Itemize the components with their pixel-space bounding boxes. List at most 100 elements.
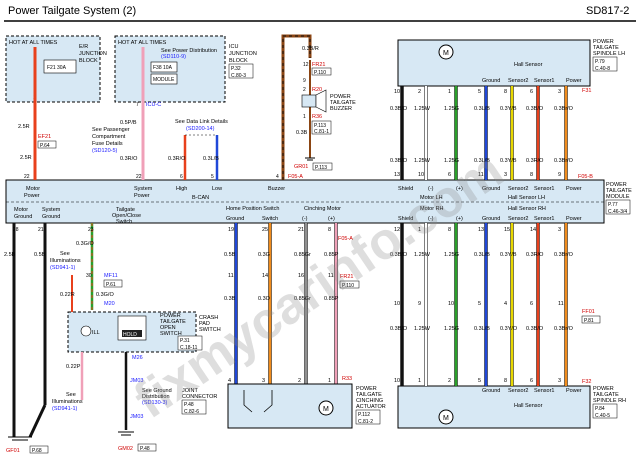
center-pin-top-3: 8 (328, 227, 331, 233)
conn-mf11-ref: P.61 (106, 282, 116, 288)
lh-wire-mid-label-6: 0.3Br/O (554, 158, 574, 164)
lh-wire-mid-label-1: 1.25W (414, 158, 431, 164)
lh-pin-mid-5: 8 (530, 172, 533, 178)
lh-pin-mid-4: 3 (504, 172, 507, 178)
rh-wire-mid-label-2: 1.25G (444, 326, 459, 332)
rh-pin-top-6: 3 (558, 227, 561, 233)
rh-wire-mid-label-0: 0.3B/O (390, 326, 408, 332)
buzzer-conn-f05a: F05-A (288, 174, 303, 180)
lh-wire-group: 100.3B/O0.3B/O1321.25W1.25W1011.25G1.25G… (390, 86, 574, 180)
left-pin-23: 23 (88, 227, 94, 233)
switch-ref2: C.18-11 (180, 345, 198, 351)
center-pin-bottom-1: 3 (262, 378, 265, 384)
lh-wire-label-2: 1.25G (444, 106, 459, 112)
datalink-ref[interactable]: (SD200-14) (186, 126, 215, 132)
buzzer-pin-4: 4 (276, 174, 279, 180)
mod-conn-f05b: F05-B (578, 174, 593, 180)
mod-label-sensor2-b: Sensor2 (508, 216, 529, 222)
fuse-f38: F38 10A (153, 65, 173, 71)
rh-lbl-sensor1: Sensor1 (534, 388, 555, 394)
mod-label-sensor1-b: Sensor1 (534, 216, 555, 222)
buzzer-label-3: BUZZER (330, 106, 352, 112)
buzzer-pin-r2: 1 (303, 114, 306, 120)
illum-b-1: See (66, 392, 76, 398)
see-ground-ref[interactable]: (SD130-3) (142, 400, 168, 406)
lh-pin-bottom-0: 10 (394, 89, 400, 95)
conn-ef21: EF21 (38, 134, 51, 140)
ground-gm02-ref: P.48 (140, 446, 150, 452)
see-ground: See Ground (142, 388, 172, 394)
lh-wire-label-6: 0.3Br/O (554, 106, 574, 112)
illum-see: See (60, 251, 70, 257)
lh-spindle-label-1: POWER (593, 39, 614, 45)
mod-label-sensor1: Sensor1 (534, 186, 555, 192)
lh-wire-mid-label-0: 0.3B/O (390, 158, 408, 164)
center-conn-fr21: FR21 (340, 274, 353, 280)
icu-pin: 7 (136, 102, 139, 108)
open-switch-3: OPEN (160, 325, 176, 331)
module-label-1: POWER (606, 182, 627, 188)
conn-m20: M20 (104, 301, 115, 307)
see-ground-2: Distribution (142, 394, 170, 400)
joint-ref: P.48 (184, 402, 194, 408)
joint-1: JOINT (182, 388, 199, 394)
center-pin-bottom-2: 2 (298, 378, 301, 384)
can-low-pin: 5 (211, 174, 214, 180)
rh-lbl-power: Power (566, 388, 582, 394)
icu-see: See Power Distribution (161, 48, 217, 54)
rh-conn-ff01: FF01 (582, 309, 595, 315)
center-wire-mid-label-2: 0.85Gr (294, 296, 311, 302)
module-ref2: C.46-3/4 (608, 209, 627, 215)
rh-wire-group: 120.3B/O100.3B/O1011.25W91.25W181.25G101… (390, 223, 574, 386)
cinch-label-3: CINCHING (356, 398, 383, 404)
mod-pin-1: 22 (24, 174, 30, 180)
joint-2: CONNECTOR (182, 394, 217, 400)
illum-b-ref[interactable]: (SD941-1) (52, 406, 78, 412)
illum-see-ref[interactable]: (SD941-1) (50, 265, 76, 271)
lh-pin-mid-3: 11 (478, 172, 484, 178)
mod-label-system-power-1: System (134, 186, 153, 192)
rh-lbl-sensor2: Sensor2 (508, 388, 529, 394)
rh-spindle-label-3: SPINDLE RH (593, 398, 626, 404)
lh-motor-icon: M (443, 50, 449, 57)
mod-label-motor-power-2: Power (24, 193, 40, 199)
center-wire-label-0: 0.5B (224, 252, 236, 258)
ground-gf01: GF01 (6, 448, 20, 454)
crash-pad-2: PAD (199, 321, 210, 327)
rh-ref2: C.40-5 (595, 413, 610, 419)
left-pin-28: 28 (13, 227, 19, 233)
can-low-wire: 0.3L/B (203, 156, 219, 162)
left-wire-gg: 0.3G/O (76, 241, 94, 247)
buzzer-ref2: C.81-1 (314, 129, 329, 135)
module-ref: P.77 (608, 202, 618, 208)
rh-conn-ff01-ref: P.81 (584, 318, 594, 324)
hot-label-er: HOT AT ALL TIMES (9, 40, 58, 46)
left-pin-21: 21 (38, 227, 44, 233)
mod-label-motor-ground-2: Ground (14, 214, 32, 220)
center-pin-top-2: 21 (298, 227, 304, 233)
mod-label-minus-c: (-) (428, 216, 434, 222)
mod-label-minus: (-) (428, 186, 434, 192)
rh-pin-top-0: 12 (394, 227, 400, 233)
mod-label-motor-lh: Motor LH (420, 195, 443, 201)
rh-motor-icon: M (443, 415, 449, 422)
mod-label-power-b: Power (566, 216, 582, 222)
center-pin-top-0: 19 (228, 227, 234, 233)
lh-conn-f31: F31 (582, 88, 591, 94)
lh-pin-mid-1: 10 (418, 172, 424, 178)
icu-name-1: ICU (229, 44, 239, 50)
passenger-note-ref[interactable]: (SD120-5) (92, 148, 118, 154)
buzzer-ref: P.113 (314, 123, 326, 129)
hold-label: HOLD (123, 332, 137, 338)
buzzer-pin-mid: 9 (303, 78, 306, 84)
mod-label-ground-c: Ground (482, 216, 500, 222)
mod-label-bcan: B-CAN (192, 195, 209, 201)
cinch-ref: P.112 (358, 412, 370, 418)
center-pin-bottom-0: 4 (228, 378, 231, 384)
open-switch-2: TAILGATE (160, 319, 186, 325)
center-pin-mid-1: 14 (262, 273, 268, 279)
mod-label-system-power-2: Power (134, 193, 150, 199)
rh-pin-top-2: 8 (448, 227, 451, 233)
lh-pin-bottom-4: 8 (504, 89, 507, 95)
ground-gr01: GR01 (294, 164, 308, 170)
